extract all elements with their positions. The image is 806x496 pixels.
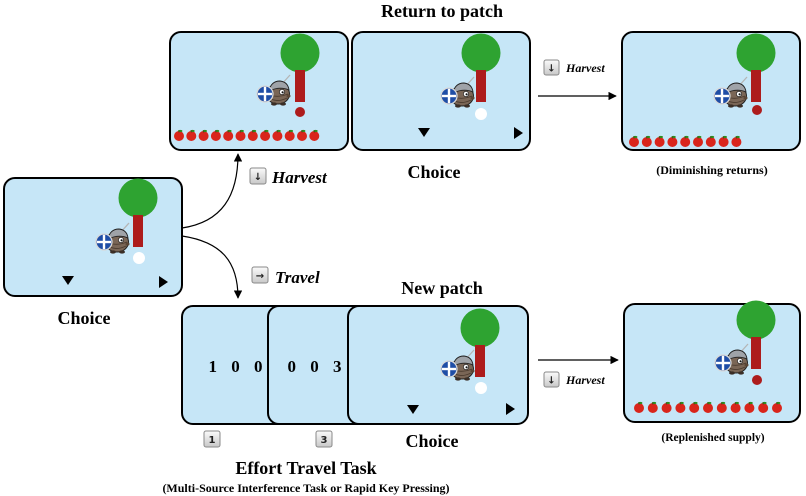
screen-return-choice <box>351 31 531 151</box>
choice-label-new-patch: Choice <box>406 431 459 451</box>
key-glyph-down: ↓ <box>547 376 555 387</box>
travel-task-digits: 1 0 0 <box>209 357 268 376</box>
action-harvest-new-patch: ↓ Harvest <box>543 371 605 388</box>
key-glyph-3: 3 <box>321 435 328 446</box>
action-label-harvest: Harvest <box>565 373 605 387</box>
key-icon <box>543 371 560 388</box>
down-triangle-icon <box>62 276 74 285</box>
key-icon <box>249 167 267 185</box>
choice-dot <box>475 108 487 120</box>
screen-after-harvest <box>169 31 349 151</box>
action-travel-start: → Travel <box>251 266 320 287</box>
screen-frame <box>347 305 529 425</box>
action-label-harvest: Harvest <box>565 61 605 75</box>
key-icon <box>251 266 269 284</box>
travel-key-1: 1 <box>203 430 221 448</box>
arrow-to-harvest <box>181 153 243 229</box>
heading-effort-travel-task: Effort Travel Task <box>235 458 376 478</box>
choice-label-start: Choice <box>58 308 111 328</box>
key-icon <box>315 430 333 448</box>
key-icon <box>203 430 221 448</box>
outcome-replenished-supply: (Replenished supply) <box>661 432 764 444</box>
choice-dot <box>475 382 487 394</box>
key-icon <box>543 59 560 76</box>
key-glyph-down: ↓ <box>254 172 262 183</box>
choice-label-return: Choice <box>408 162 461 182</box>
down-triangle-icon <box>407 405 419 414</box>
screen-diminishing-returns <box>621 31 801 151</box>
travel-key-3: 3 <box>315 430 333 448</box>
action-label-harvest: Harvest <box>271 168 328 187</box>
harvest-dot <box>752 105 762 115</box>
right-triangle-icon <box>514 127 523 139</box>
key-glyph-down: ↓ <box>547 64 555 75</box>
choice-dot <box>133 252 145 264</box>
arrow-to-travel <box>181 235 243 299</box>
action-harvest-return: ↓ Harvest <box>543 59 605 76</box>
heading-new-patch: New patch <box>401 278 483 298</box>
harvest-dot <box>295 107 305 117</box>
action-harvest-start: ↓ Harvest <box>249 167 328 187</box>
down-triangle-icon <box>418 128 430 137</box>
outcome-diminishing-returns: (Diminishing returns) <box>656 163 767 177</box>
screen-replenished-supply <box>623 301 801 423</box>
screen-frame <box>351 31 531 151</box>
right-triangle-icon <box>506 403 515 415</box>
action-label-travel: Travel <box>275 268 320 287</box>
right-triangle-icon <box>159 276 168 288</box>
screen-start-choice <box>3 177 183 297</box>
apple-row <box>629 136 741 147</box>
heading-return-to-patch: Return to patch <box>381 1 503 21</box>
key-glyph-1: 1 <box>209 435 216 446</box>
effort-travel-task-note: (Multi-Source Interference Task or Rapid… <box>162 481 449 495</box>
harvest-dot <box>752 375 762 385</box>
travel-task-digits: 0 0 3 <box>288 357 347 376</box>
screen-new-patch-choice <box>347 305 529 425</box>
key-glyph-right: → <box>256 271 264 282</box>
